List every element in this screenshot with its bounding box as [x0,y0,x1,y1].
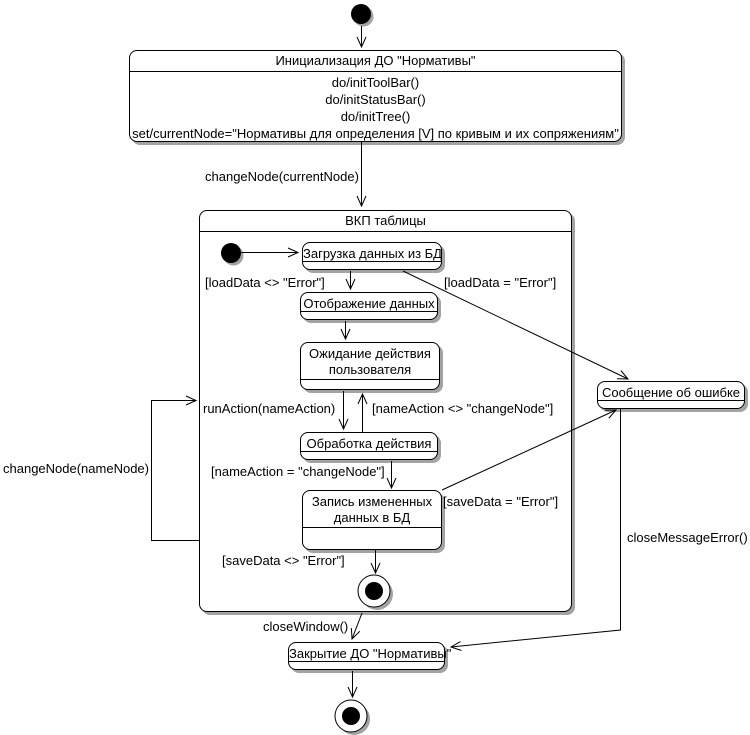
state-compartment-divider [598,400,744,401]
transition-label-change-node-current: changeNode(currentNode) [205,169,359,184]
transition-label-load-error: [loadData = "Error"] [444,275,557,290]
transition-arrow-composite-to-close [350,612,363,641]
state-error-message: Сообщение об ошибке [597,381,745,409]
state-display-data: Отображение данных [300,292,438,320]
state-compartment-divider [301,451,437,452]
state-save-changed-data: Запись измененных данных в БД [302,490,442,550]
transition-label-run-action: runAction(nameAction) [203,401,336,416]
state-compartment-divider [301,379,439,380]
state-name: Ожидание действия пользователя [301,343,439,378]
state-name: Загрузка данных из БД [303,246,442,261]
state-init-actions: do/initToolBar() do/initStatusBar() do/i… [130,72,621,142]
state-wait-user-action: Ожидание действия пользователя [300,342,440,390]
transition-label-close-window: closeWindow() [263,619,349,634]
composite-state-title: ВКП таблицы [200,211,571,232]
state-compartment-divider [303,527,441,528]
state-name-line: данных в БД [333,510,411,525]
state-compartment-divider [301,311,437,312]
transition-label-load-ok: [loadData <> "Error"] [205,275,325,290]
state-name-line: пользователя [328,362,412,377]
transition-label-save-ok: [saveData <> "Error"] [222,553,345,568]
transition-label-save-error: [saveData = "Error"] [443,494,559,509]
state-load-data-from-db: Загрузка данных из БД [302,242,442,270]
state-name: Обработка действия [306,436,432,451]
state-name: Сообщение об ошибке [601,385,741,400]
transition-label-name-action-change: [nameAction = "changeNode"] [211,464,385,479]
state-compartment-divider [289,661,444,662]
state-init-do-normativy: Инициализация ДО "Нормативы" do/initTool… [129,50,622,142]
state-init-title: Инициализация ДО "Нормативы" [130,51,621,72]
state-name: Запись измененных данных в БД [303,491,441,526]
transition-arrow-composite-self-loop [151,395,199,541]
transition-label-close-message-error: closeMessageError() [627,530,748,545]
transition-label-name-action-not-change: [nameAction <> "changeNode"] [372,401,554,416]
state-name: Закрытие ДО "Нормативы" [289,646,452,661]
state-init-action: do/initStatusBar() [325,92,426,107]
initial-state-dot [351,4,374,27]
state-init-action: do/initTree() [340,109,411,124]
state-init-action: set/currentNode="Нормативы для определен… [132,126,619,141]
state-name: Отображение данных [303,296,435,311]
final-state-icon [334,699,370,735]
state-name-line: Запись измененных [311,494,433,509]
state-process-action: Обработка действия [300,432,438,460]
state-close-do-normativy: Закрытие ДО "Нормативы" [288,642,452,670]
transition-label-change-node-name: changeNode(nameNode) [3,461,149,476]
state-compartment-divider [303,261,441,262]
state-name-line: Ожидание действия [309,346,431,361]
state-init-action: do/initToolBar() [331,75,420,90]
